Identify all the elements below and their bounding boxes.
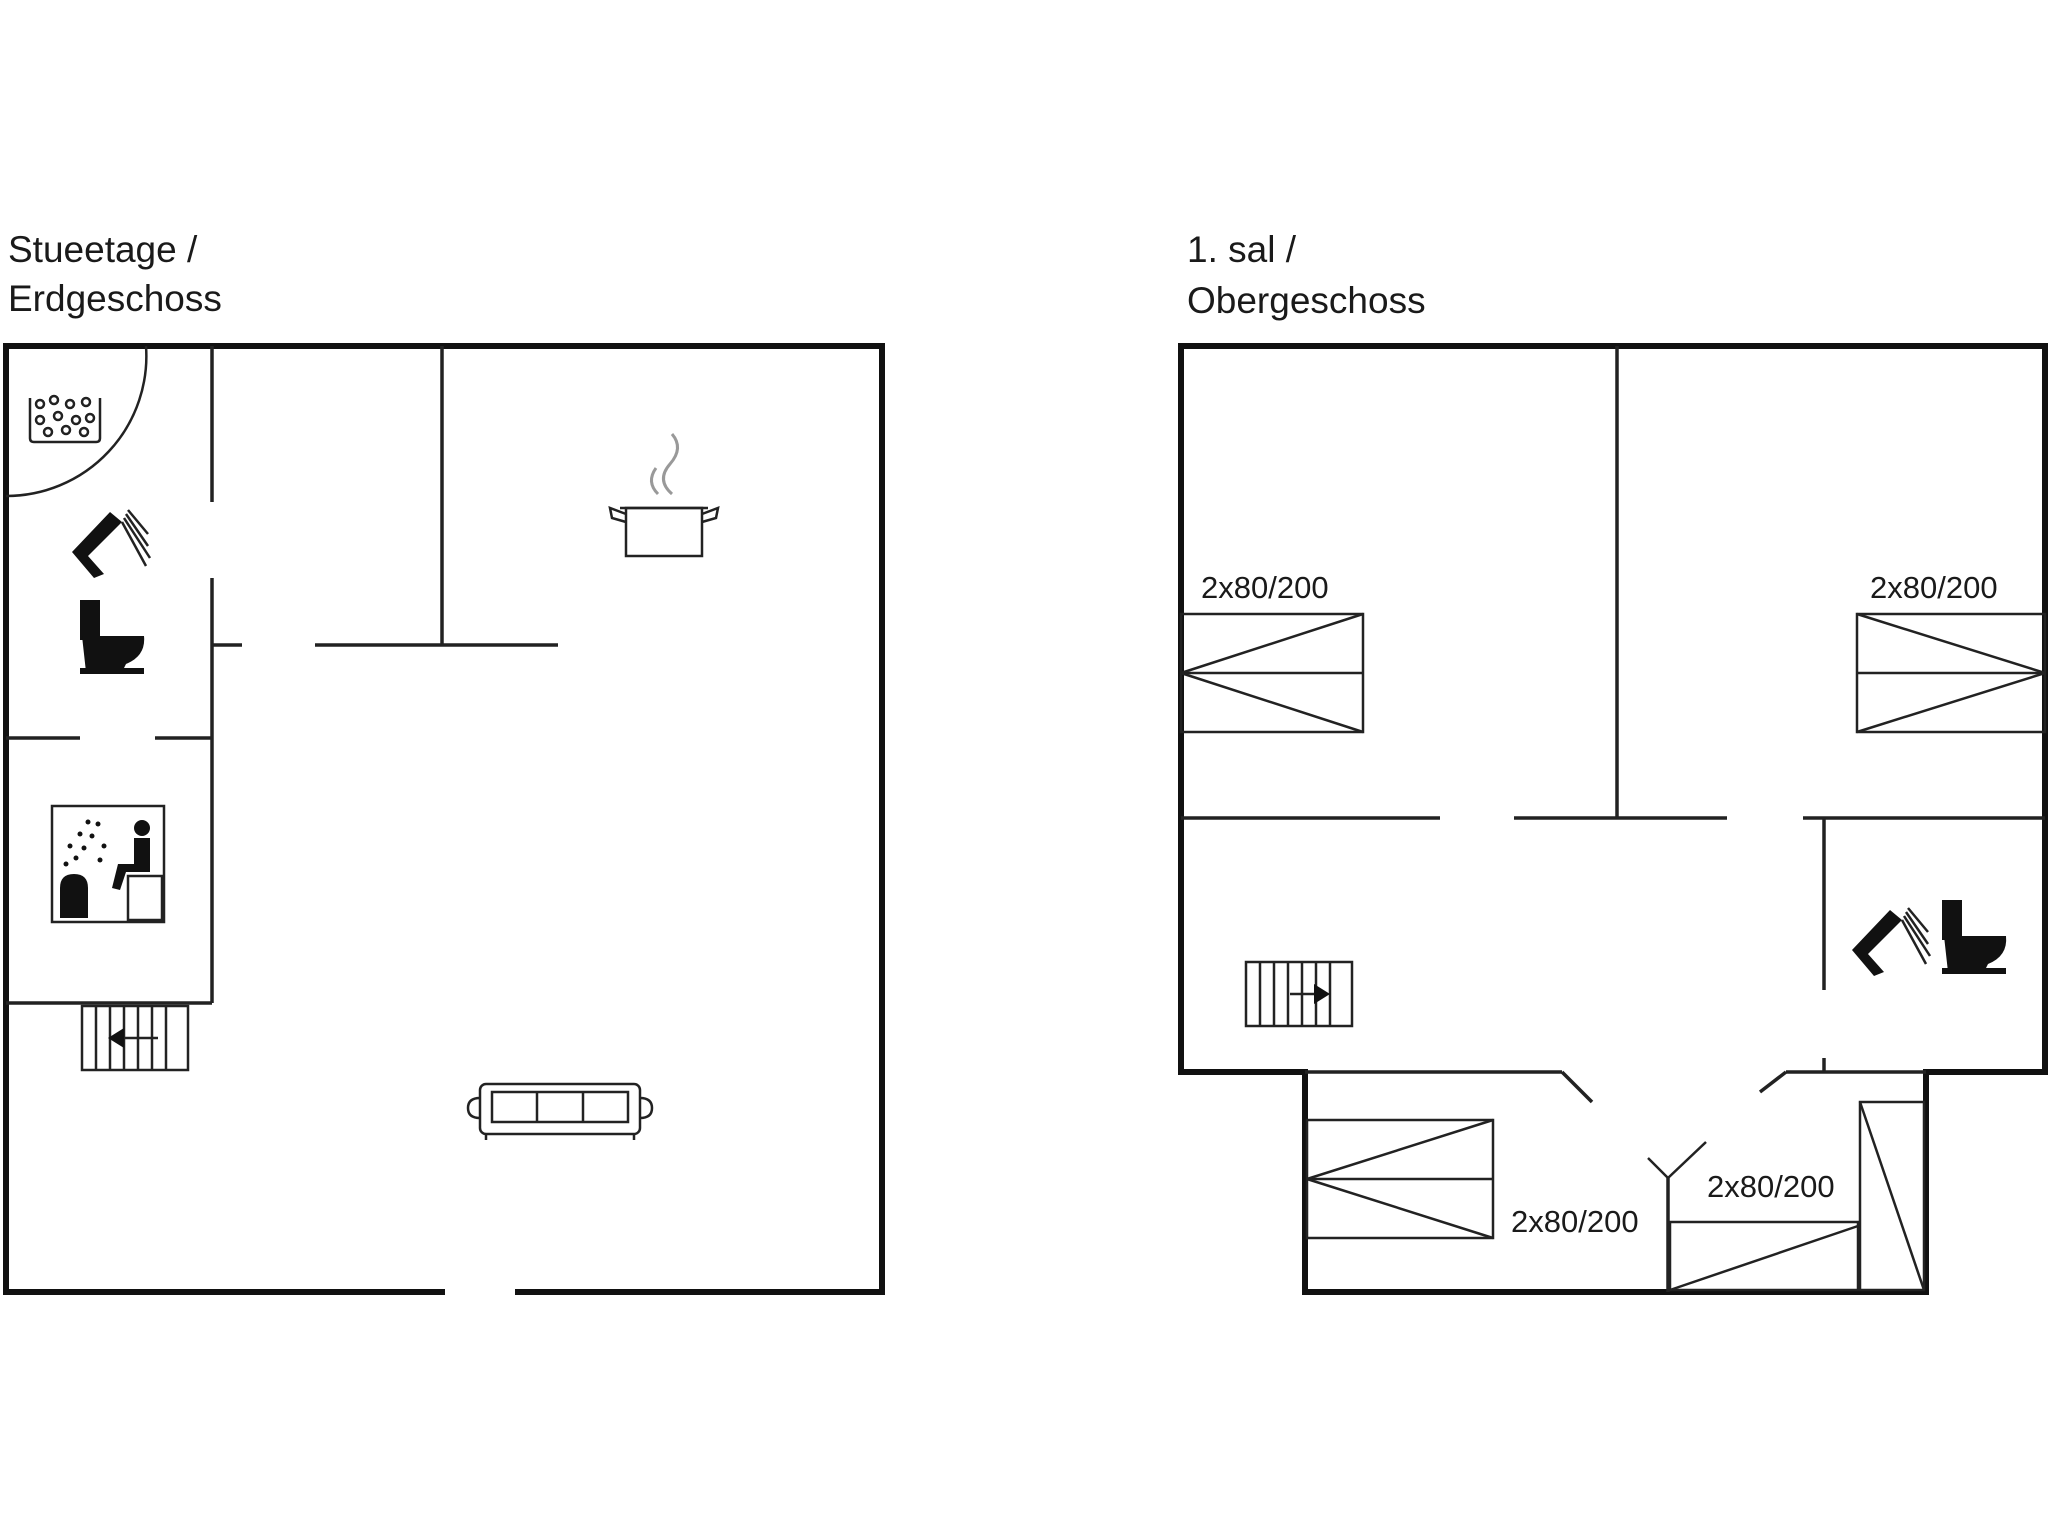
toilet-icon <box>80 600 145 674</box>
stairs-icon <box>1244 960 1354 1028</box>
hot-tub-icon <box>28 394 102 444</box>
sauna-icon <box>50 804 166 924</box>
ground-floor: Stueetage / Erdgeschoss <box>3 229 885 1295</box>
bed-label-top-left: 2x80/200 <box>1201 570 1329 605</box>
ground-floor-title-line2: Erdgeschoss <box>8 278 222 319</box>
first-floor-title-line2: Obergeschoss <box>1187 280 1426 321</box>
ground-outer-wall <box>3 343 885 1295</box>
first-floor: 1. sal / Obergeschoss 2 <box>1178 229 2048 1295</box>
toilet-icon <box>1942 900 2007 974</box>
sofa-icon <box>466 1082 654 1140</box>
first-floor-title-line1: 1. sal / <box>1187 229 1297 270</box>
ground-floor-title-line1: Stueetage / <box>8 229 198 270</box>
cooking-pot-icon <box>608 433 720 558</box>
bed-icon-top-right <box>1855 612 2047 734</box>
bed-icon-bottom-middle <box>1668 1220 1860 1292</box>
bed-label-bottom-middle: 2x80/200 <box>1707 1169 1835 1204</box>
shower-icon <box>72 509 152 578</box>
first-outer-wall <box>1178 343 2048 1295</box>
shower-icon <box>1852 907 1932 976</box>
stairs-icon <box>80 1004 190 1072</box>
ground-interior-walls <box>5 345 558 1005</box>
bed-icon-top-left <box>1179 612 1365 734</box>
first-interior-walls <box>1181 346 2045 1292</box>
bed-icon-bottom-left <box>1305 1118 1495 1240</box>
bed-label-bottom-left: 2x80/200 <box>1511 1204 1639 1239</box>
bed-label-top-right: 2x80/200 <box>1870 570 1998 605</box>
bed-icon-bottom-right <box>1858 1100 1926 1292</box>
